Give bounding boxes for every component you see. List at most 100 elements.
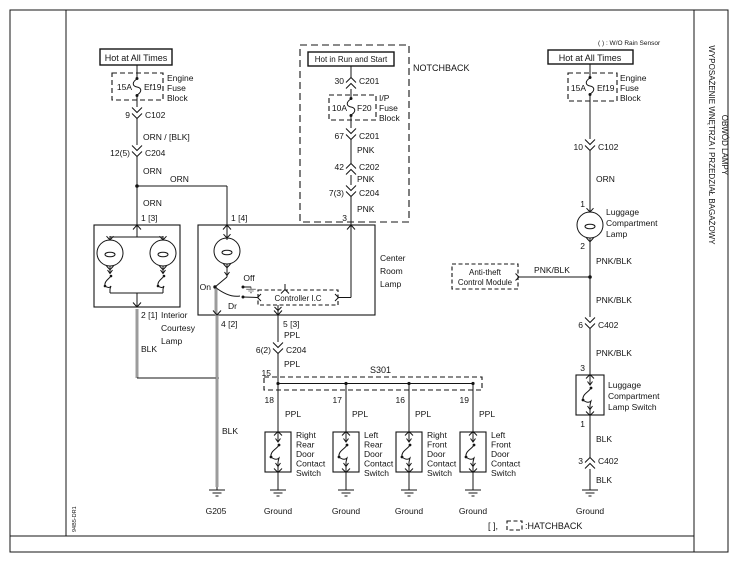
component-label: Left <box>364 430 379 440</box>
connector-name: C204 <box>359 188 380 198</box>
connector-icon <box>345 163 357 176</box>
fuse-block-label: Fuse <box>167 83 186 93</box>
fuse-amp: 15A <box>117 82 132 92</box>
interior-courtesy-lamp: 1 [3] 2 [1] Interior Courtesy Lamp <box>93 213 238 516</box>
door-switch-branch: 19 PPL Left Front Door Contact Switch Gr… <box>459 383 521 516</box>
connector-pin: 30 <box>335 76 345 86</box>
connector-pin: 67 <box>335 131 345 141</box>
center-room-lamp: 1 [4] Center Room Lamp On Off Dr Control… <box>197 213 406 487</box>
component-label: Lamp <box>380 279 402 289</box>
left-fuse-box <box>111 72 164 101</box>
connector-icon <box>584 138 596 151</box>
left-feed-circuit: Hot at All Times 15A Ef19 Engine Fuse Bl… <box>99 48 228 225</box>
wire-color-label: BLK <box>141 344 157 354</box>
right-power-label: Hot at All Times <box>559 53 622 63</box>
connector-icon <box>345 184 357 197</box>
connector-icon <box>345 77 357 90</box>
connector-icon <box>345 127 357 140</box>
component-label: Switch <box>364 468 389 478</box>
connector-icon <box>280 284 290 294</box>
component-label: Switch <box>427 468 452 478</box>
component-label: Door <box>364 449 383 459</box>
fuse-block-label: Engine <box>620 73 647 83</box>
door-switch-branch: 18 PPL Right Rear Door Contact Switch Gr… <box>264 383 326 516</box>
component-label: Compartment <box>608 391 660 401</box>
connector-name: C201 <box>359 131 380 141</box>
connector-pin: 3 <box>578 456 583 466</box>
fuse-id: Ef19 <box>144 82 162 92</box>
wire-color-label: ORN / [BLK] <box>143 132 190 142</box>
run-power-label: Hot in Run and Start <box>315 55 388 64</box>
component-label: Interior <box>161 310 188 320</box>
connector-pin: 10 <box>574 142 584 152</box>
splice-box <box>263 376 483 391</box>
pin-label: 18 <box>265 395 275 405</box>
pin-label: 15 <box>262 368 272 378</box>
legend-brackets: [ ], <box>488 521 498 531</box>
fuse-id: F20 <box>357 103 372 113</box>
wire-color-label: PNK <box>357 174 375 184</box>
fuse-amp: 10A <box>332 103 347 113</box>
splice-label: S301 <box>370 365 391 375</box>
connector-name: C102 <box>598 142 619 152</box>
component-label: Switch <box>491 468 516 478</box>
switch-position-on: On <box>200 282 212 292</box>
component-label: Right <box>427 430 447 440</box>
component-label: Lamp <box>161 336 183 346</box>
sidebar-caption: WYPOSAŻENIE WNĘTRZA I PRZEDZIAŁ BAGAŻOWY <box>707 45 716 245</box>
switch-position-off: Off <box>243 273 255 283</box>
pin-label: 1 [3] <box>141 213 158 223</box>
wire-color-label: ORN <box>170 174 189 184</box>
splice-s301: S301 <box>263 365 483 391</box>
connector-name: C402 <box>598 456 619 466</box>
wire-color-label: PNK/BLK <box>596 295 632 305</box>
component-label: Right <box>296 430 316 440</box>
connector-name: C204 <box>145 148 166 158</box>
pin-label: 19 <box>460 395 470 405</box>
fuse-amp: 15A <box>571 83 586 93</box>
wire-color-label: PNK/BLK <box>596 256 632 266</box>
legend-label: :HATCHBACK <box>525 521 582 531</box>
wire-color-label: PNK/BLK <box>596 348 632 358</box>
component-label: Contact <box>364 459 394 469</box>
pin-label: 2 [1] <box>141 310 158 320</box>
switch-icon <box>156 269 166 293</box>
component-label: Contact <box>491 459 521 469</box>
connector-icon <box>131 144 143 157</box>
component-label: Contact <box>427 459 457 469</box>
wire-color-label: ORN <box>143 198 162 208</box>
pin-label: 1 <box>580 419 585 429</box>
connector-pin: 6(2) <box>256 345 271 355</box>
door-switch-branch: 17 PPL Left Rear Door Contact Switch Gro… <box>332 383 394 516</box>
pin-label: 3 <box>342 213 347 223</box>
rain-sensor-note: ( ) : W/O Rain Sensor <box>598 40 661 47</box>
sidebar-subcaption: OBWÓD LAMPY <box>720 115 729 176</box>
connector-icon <box>272 341 284 354</box>
component-label: Front <box>491 440 511 450</box>
ground-label: Ground <box>264 506 293 516</box>
wire-color-label: PPL <box>479 409 495 419</box>
connector-pin: 6 <box>578 320 583 330</box>
connector-icon <box>274 305 282 315</box>
component-label: Rear <box>296 440 315 450</box>
pin-label: 5 [3] <box>283 319 300 329</box>
component-label: Compartment <box>606 218 658 228</box>
dashed-box-icon <box>506 520 523 531</box>
connector-pin: 12(5) <box>110 148 130 158</box>
ground-label: Ground <box>576 506 605 516</box>
component-label: Lamp <box>606 229 628 239</box>
component-label: Door <box>491 449 510 459</box>
fuse-block-label: Block <box>167 93 189 103</box>
pin-label: 1 <box>580 199 585 209</box>
fuse-block-label: Engine <box>167 73 194 83</box>
component-label: Contact <box>296 459 326 469</box>
controller-label: Controller I.C <box>274 294 321 303</box>
wire-color-label: PPL <box>415 409 431 419</box>
wire-color-label: PPL <box>284 359 300 369</box>
wire-color-label: PNK <box>357 204 375 214</box>
fuse-block-label: Block <box>620 93 642 103</box>
run-start-feed-circuit: NOTCHBACK Hot in Run and Start 30 C201 1… <box>299 44 470 225</box>
switch-icon <box>103 269 113 293</box>
fuse-block-label: Fuse <box>620 83 639 93</box>
connector-icon <box>584 316 596 329</box>
